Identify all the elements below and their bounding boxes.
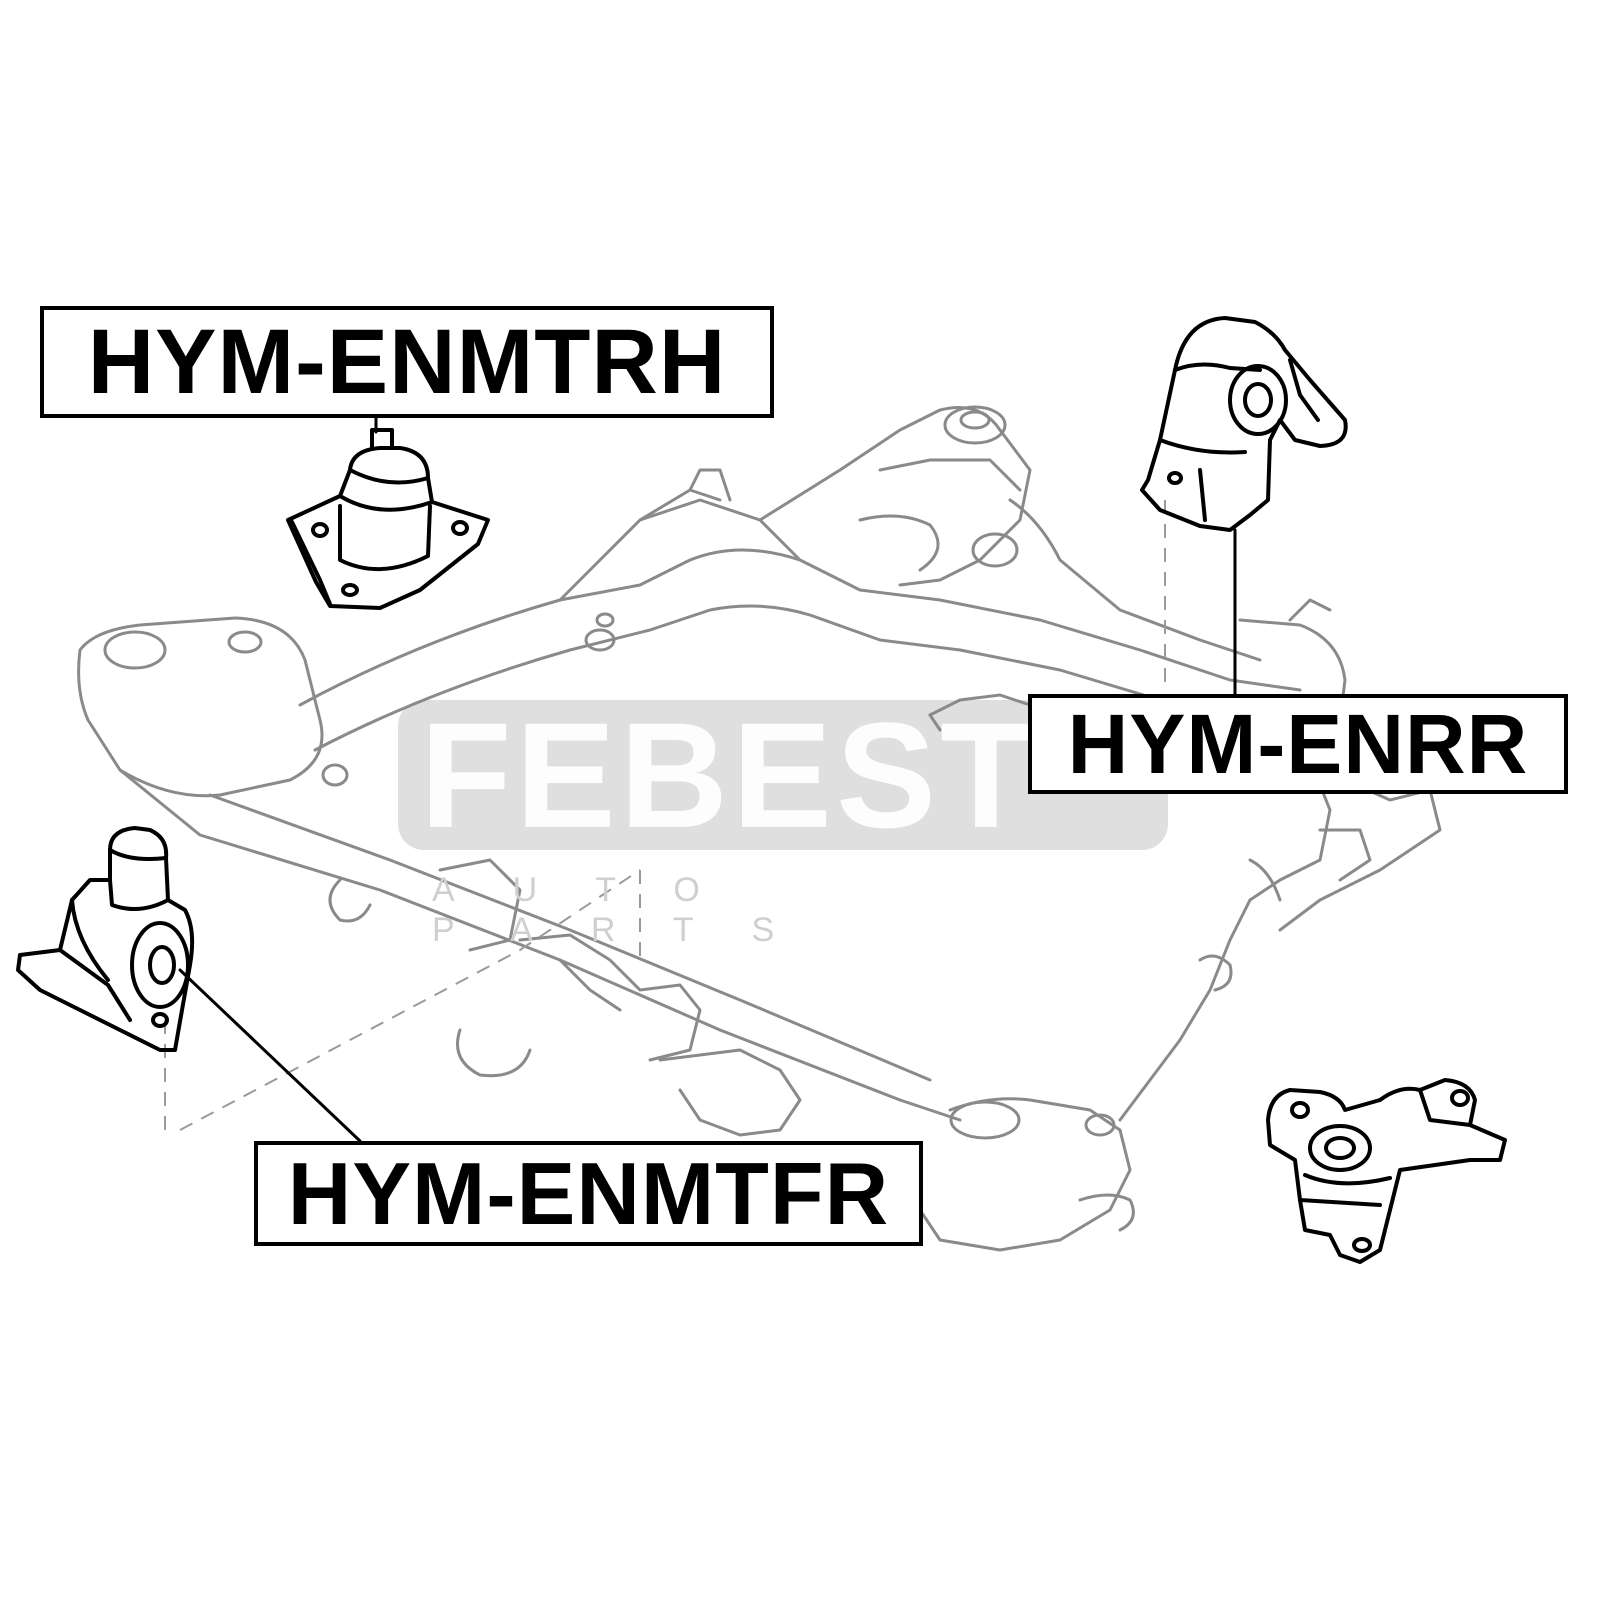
label-hym-enmtfr: HYM-ENMTFR	[254, 1141, 923, 1246]
mount-unlabeled	[1266, 1078, 1507, 1264]
subframe-outline	[77, 405, 1442, 1252]
watermark-tagline: AUTO PARTS	[432, 871, 833, 949]
leader-enmtfr	[178, 968, 362, 1143]
mount-enmtfr	[16, 826, 195, 1052]
mount-enmtrh	[286, 428, 490, 610]
guide-lines	[164, 500, 1166, 1131]
label-hym-enmtrh: HYM-ENMTRH	[40, 306, 774, 418]
label-hym-enrr: HYM-ENRR	[1028, 694, 1568, 794]
mount-enrr	[1140, 316, 1348, 532]
watermark-panel	[398, 700, 1168, 850]
watermark-brand: FEBEST	[420, 691, 1036, 859]
